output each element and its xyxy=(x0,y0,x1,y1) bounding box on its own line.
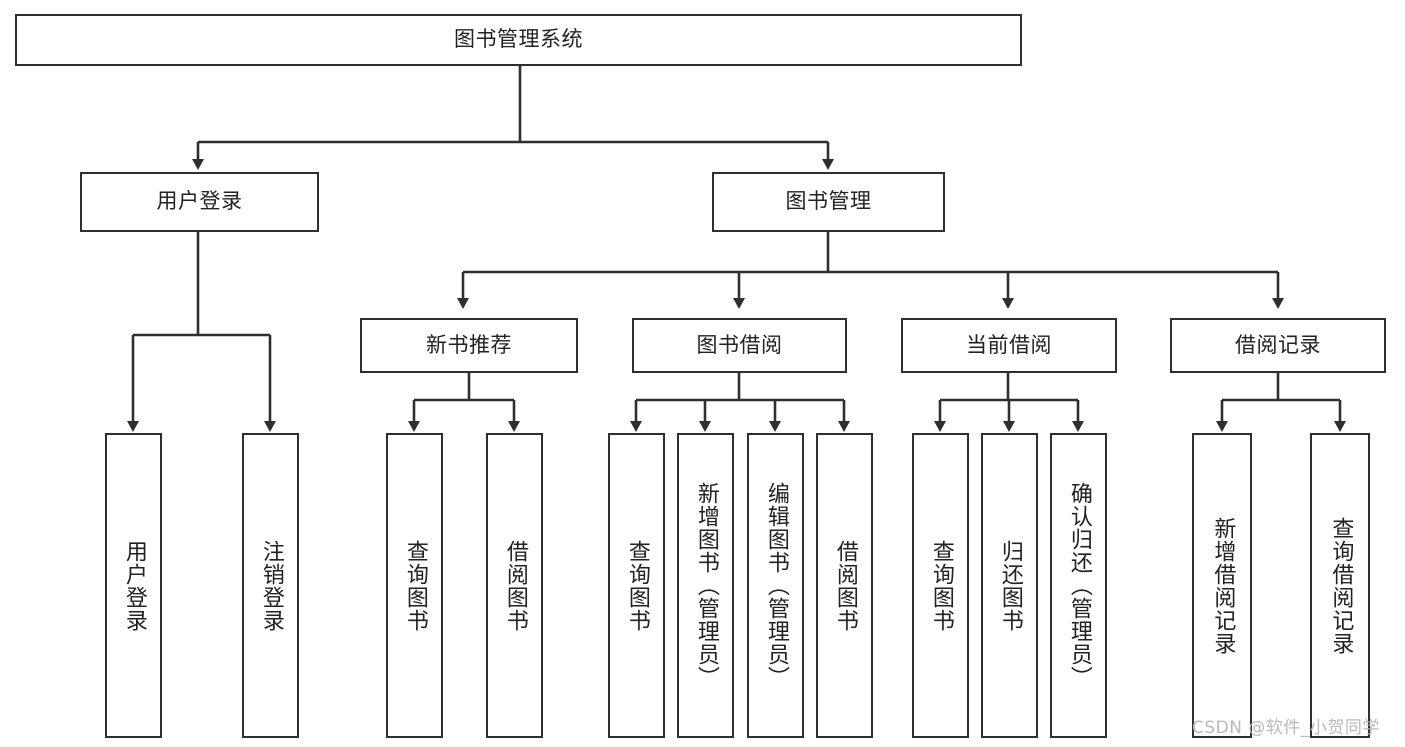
node-label: 当前借阅 xyxy=(966,332,1052,357)
node-label: 图书借阅 xyxy=(696,332,783,357)
node-label: 注销登录 xyxy=(258,539,284,632)
leaf-query-book-1[interactable]: 查询图书 xyxy=(386,433,443,738)
leaf-edit-book-admin[interactable]: 编辑图书（管理员） xyxy=(747,433,804,738)
node-borrow-records[interactable]: 借阅记录 xyxy=(1170,318,1386,373)
node-label: 图书管理 xyxy=(785,189,872,214)
node-current-borrow[interactable]: 当前借阅 xyxy=(901,318,1117,373)
node-label: 查询图书 xyxy=(402,539,428,632)
node-label: 新增借阅记录 xyxy=(1210,516,1236,655)
leaf-return-book[interactable]: 归还图书 xyxy=(981,433,1038,738)
node-label: 查询图书 xyxy=(928,539,954,632)
node-label: 用户登录 xyxy=(156,189,243,214)
node-label: 图书管理系统 xyxy=(454,27,583,52)
node-book-management[interactable]: 图书管理 xyxy=(712,172,945,232)
node-root-title[interactable]: 图书管理系统 xyxy=(15,14,1022,66)
node-label: 借阅记录 xyxy=(1235,332,1321,357)
node-label: 归还图书 xyxy=(997,539,1023,632)
node-label: 借阅图书 xyxy=(502,539,528,632)
leaf-add-book-admin[interactable]: 新增图书（管理员） xyxy=(677,433,734,738)
node-user-login[interactable]: 用户登录 xyxy=(80,172,319,232)
node-label: 查询图书 xyxy=(624,539,650,632)
leaf-logout[interactable]: 注销登录 xyxy=(242,433,299,738)
csdn-watermark: CSDN @软件_小贺同学 xyxy=(1192,718,1380,738)
leaf-query-book-3[interactable]: 查询图书 xyxy=(912,433,969,738)
node-label: 编辑图书（管理员） xyxy=(763,482,789,689)
node-label: 新书推荐 xyxy=(426,332,512,357)
node-label: 查询借阅记录 xyxy=(1328,516,1354,655)
node-book-borrow[interactable]: 图书借阅 xyxy=(632,318,847,373)
node-label: 确认归还（管理员） xyxy=(1066,482,1092,689)
leaf-confirm-return-admin[interactable]: 确认归还（管理员） xyxy=(1050,433,1107,738)
leaf-borrow-book-2[interactable]: 借阅图书 xyxy=(816,433,873,738)
node-new-book-recommend[interactable]: 新书推荐 xyxy=(360,318,578,373)
node-label: 新增图书（管理员） xyxy=(693,482,719,689)
leaf-user-login[interactable]: 用户登录 xyxy=(105,433,162,738)
leaf-add-borrow-record[interactable]: 新增借阅记录 xyxy=(1192,433,1252,738)
leaf-query-book-2[interactable]: 查询图书 xyxy=(608,433,665,738)
leaf-borrow-book-1[interactable]: 借阅图书 xyxy=(486,433,543,738)
node-label: 借阅图书 xyxy=(832,539,858,632)
leaf-query-borrow-record[interactable]: 查询借阅记录 xyxy=(1310,433,1370,738)
node-label: 用户登录 xyxy=(121,539,147,632)
